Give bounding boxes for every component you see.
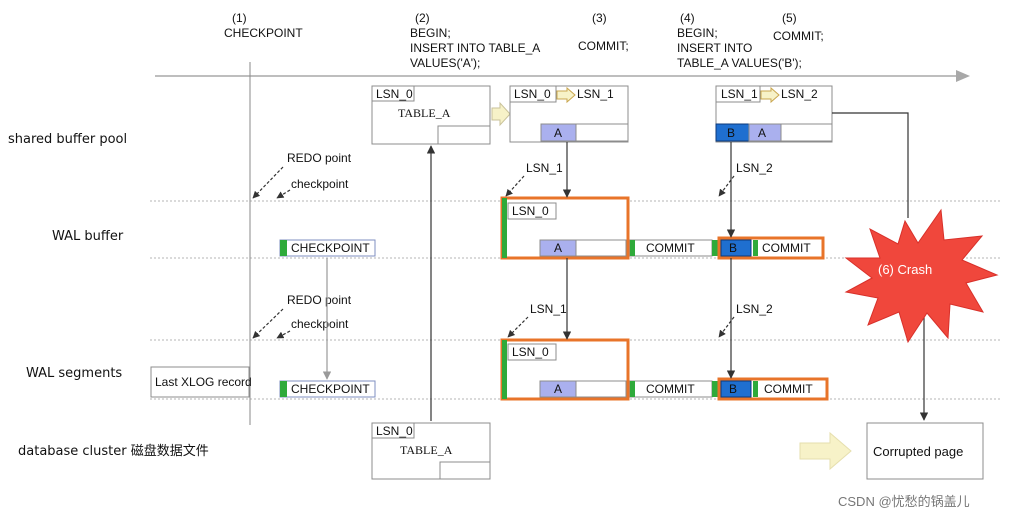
- row-label-database-cluster: database cluster 磁盘数据文件: [18, 443, 209, 459]
- lsn-update-arrow: [556, 86, 576, 104]
- commit-label: COMMIT: [646, 241, 695, 255]
- wal-segment-record-a: A: [554, 382, 562, 396]
- step-1-number: (1): [232, 11, 247, 25]
- wal-buffer-lsn: LSN_0: [512, 204, 549, 218]
- step-header-1: (1) CHECKPOINT: [224, 11, 303, 40]
- redo-annotations-segments: REDO point checkpoint: [252, 293, 352, 339]
- page-lsn-old-2: LSN_1: [721, 87, 758, 101]
- commit-label: COMMIT: [762, 241, 811, 255]
- step-4-number: (4): [680, 11, 695, 25]
- lsn1-pointer-segments: LSN_1: [507, 302, 567, 338]
- step-2-line-1: BEGIN;: [410, 26, 451, 40]
- step-4-line-1: BEGIN;: [677, 26, 718, 40]
- timeline: [155, 70, 970, 82]
- page-lsn-label: LSN_0: [376, 87, 413, 101]
- step-2-line-2: INSERT INTO TABLE_A: [410, 41, 540, 55]
- crash-burst: (6) Crash: [844, 208, 999, 344]
- db-page-table: TABLE_A: [400, 443, 453, 457]
- wal-segment-lsn: LSN_0: [512, 345, 549, 359]
- wal-segment-record-b: B: [729, 382, 737, 396]
- row-label-wal-segments: WAL segments: [26, 366, 122, 381]
- page-lsn-old: LSN_0: [514, 87, 551, 101]
- checkpoint-note-label-2: checkpoint: [291, 317, 349, 331]
- checkpoint-record-label: CHECKPOINT: [291, 241, 370, 255]
- corrupted-page-label: Corrupted page: [873, 444, 963, 459]
- record-a-label: A: [554, 126, 562, 140]
- commit-label: COMMIT: [646, 382, 695, 396]
- watermark-text: CSDN @忧愁的锅盖儿: [838, 494, 970, 509]
- step-header-4: (4) BEGIN; INSERT INTO TABLE_A VALUES('B…: [677, 11, 802, 70]
- lsn2-pointer-buffer: LSN_2: [718, 161, 773, 197]
- wal-buffer-checkpoint-record: CHECKPOINT: [279, 239, 376, 257]
- shared-buffer-page-step-2: LSN_0 TABLE_A: [371, 85, 491, 145]
- shared-buffer-page-step-5: LSN_1 LSN_2 B A: [715, 85, 833, 143]
- lsn-1-label-2: LSN_1: [530, 302, 567, 316]
- step-header-5: (5) COMMIT;: [773, 11, 824, 43]
- lsn-1-label: LSN_1: [526, 161, 563, 175]
- step-4-line-2: INSERT INTO: [677, 41, 752, 55]
- record-a-label: A: [758, 126, 766, 140]
- yellow-arrow-buffer: [491, 101, 511, 127]
- page-header-box: [371, 85, 415, 102]
- shared-buffer-page-step-3: LSN_0 LSN_1 A: [509, 85, 629, 143]
- db-page-lsn: LSN_0: [376, 424, 413, 438]
- corrupted-page: Corrupted page: [866, 422, 984, 480]
- checkpoint-record-label-2: CHECKPOINT: [291, 382, 370, 396]
- step-4-line-3: TABLE_A VALUES('B');: [677, 56, 802, 70]
- wal-segment-b-commit: B COMMIT: [712, 377, 829, 401]
- step-5-text: COMMIT;: [773, 29, 824, 43]
- page-lsn-new-2: LSN_2: [781, 87, 818, 101]
- database-cluster-page: LSN_0 TABLE_A: [371, 422, 491, 480]
- lsn-2-label: LSN_2: [736, 161, 773, 175]
- page-lsn-new: LSN_1: [577, 87, 614, 101]
- step-2-line-3: VALUES('A');: [410, 56, 480, 70]
- lsn1-pointer-buffer: LSN_1: [505, 161, 563, 197]
- step-3-number: (3): [592, 11, 607, 25]
- redo-point-label: REDO point: [287, 151, 352, 165]
- flow-arrows: [322, 112, 929, 421]
- redo-annotations-buffer: REDO point checkpoint: [252, 151, 352, 199]
- lsn-2-label-2: LSN_2: [736, 302, 773, 316]
- step-2-number: (2): [415, 11, 430, 25]
- wal-buffer-b-commit: B COMMIT: [712, 236, 825, 260]
- wal-buffer-page: LSN_0 A: [500, 196, 630, 260]
- page-table-label: TABLE_A: [398, 106, 451, 120]
- last-xlog-label: Last XLOG record: [155, 375, 252, 389]
- wal-segment-checkpoint-record: CHECKPOINT: [279, 380, 376, 398]
- lsn2-pointer-segments: LSN_2: [718, 302, 773, 338]
- lsn-update-arrow-2: [760, 86, 780, 104]
- step-3-text: COMMIT;: [578, 39, 629, 53]
- step-1-text: CHECKPOINT: [224, 26, 303, 40]
- step-5-number: (5): [782, 11, 797, 25]
- last-xlog-record: Last XLOG record: [150, 366, 252, 398]
- step-header-3: (3) COMMIT;: [578, 11, 629, 53]
- commit-label: COMMIT: [764, 382, 813, 396]
- step-header-2: (2) BEGIN; INSERT INTO TABLE_A VALUES('A…: [410, 11, 540, 70]
- wal-segment-commit-1: COMMIT: [629, 380, 713, 398]
- crash-label: (6) Crash: [878, 262, 932, 277]
- wal-buffer-commit-1: COMMIT: [629, 239, 713, 257]
- wal-buffer-record-b: B: [729, 241, 737, 255]
- wal-segment-page: LSN_0 A: [500, 338, 630, 401]
- yellow-arrow-corrupted: [799, 431, 852, 471]
- row-label-shared-buffer-pool: shared buffer pool: [8, 132, 127, 147]
- wal-buffer-record-a: A: [554, 241, 562, 255]
- checkpoint-note-label: checkpoint: [291, 177, 349, 191]
- record-b-label: B: [727, 126, 735, 140]
- row-label-wal-buffer: WAL buffer: [52, 229, 124, 244]
- redo-point-label-2: REDO point: [287, 293, 352, 307]
